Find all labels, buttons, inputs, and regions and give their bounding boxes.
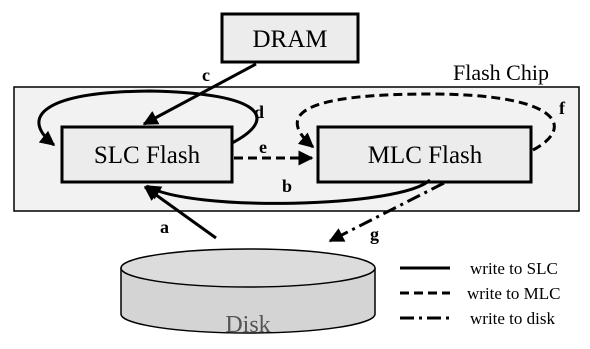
edge-a-label: a — [160, 217, 169, 237]
edge-b-label: b — [282, 176, 292, 196]
edge-f-arrow — [295, 92, 556, 152]
edge-b-arrow — [145, 178, 432, 205]
legend: write to SLC write to MLC write to disk — [400, 259, 561, 328]
dram-box — [220, 12, 360, 64]
slc-flash-label: SLC Flash — [94, 142, 201, 169]
legend-dashdot-label: write to disk — [470, 309, 555, 328]
edge-g-label: g — [370, 224, 379, 244]
mlc-flash-label: MLC Flash — [368, 142, 483, 169]
edge-a-arrow — [143, 185, 217, 240]
edge-g-arrow — [328, 181, 445, 243]
edge-f-label: f — [559, 98, 566, 118]
edge-c-label: c — [202, 65, 210, 85]
disk-label: Disk — [225, 312, 270, 338]
edge-d-arrow — [37, 89, 259, 147]
legend-solid-label: write to SLC — [470, 259, 558, 278]
dram-label: DRAM — [252, 26, 327, 53]
edge-d-label: d — [254, 102, 264, 122]
legend-dashed-label: write to MLC — [467, 284, 561, 303]
flash-chip-label: Flash Chip — [453, 60, 549, 85]
slc-flash-box — [60, 125, 234, 184]
mlc-flash-box — [316, 125, 533, 184]
disk-cylinder — [120, 248, 376, 334]
edge-e-label: e — [259, 137, 267, 157]
